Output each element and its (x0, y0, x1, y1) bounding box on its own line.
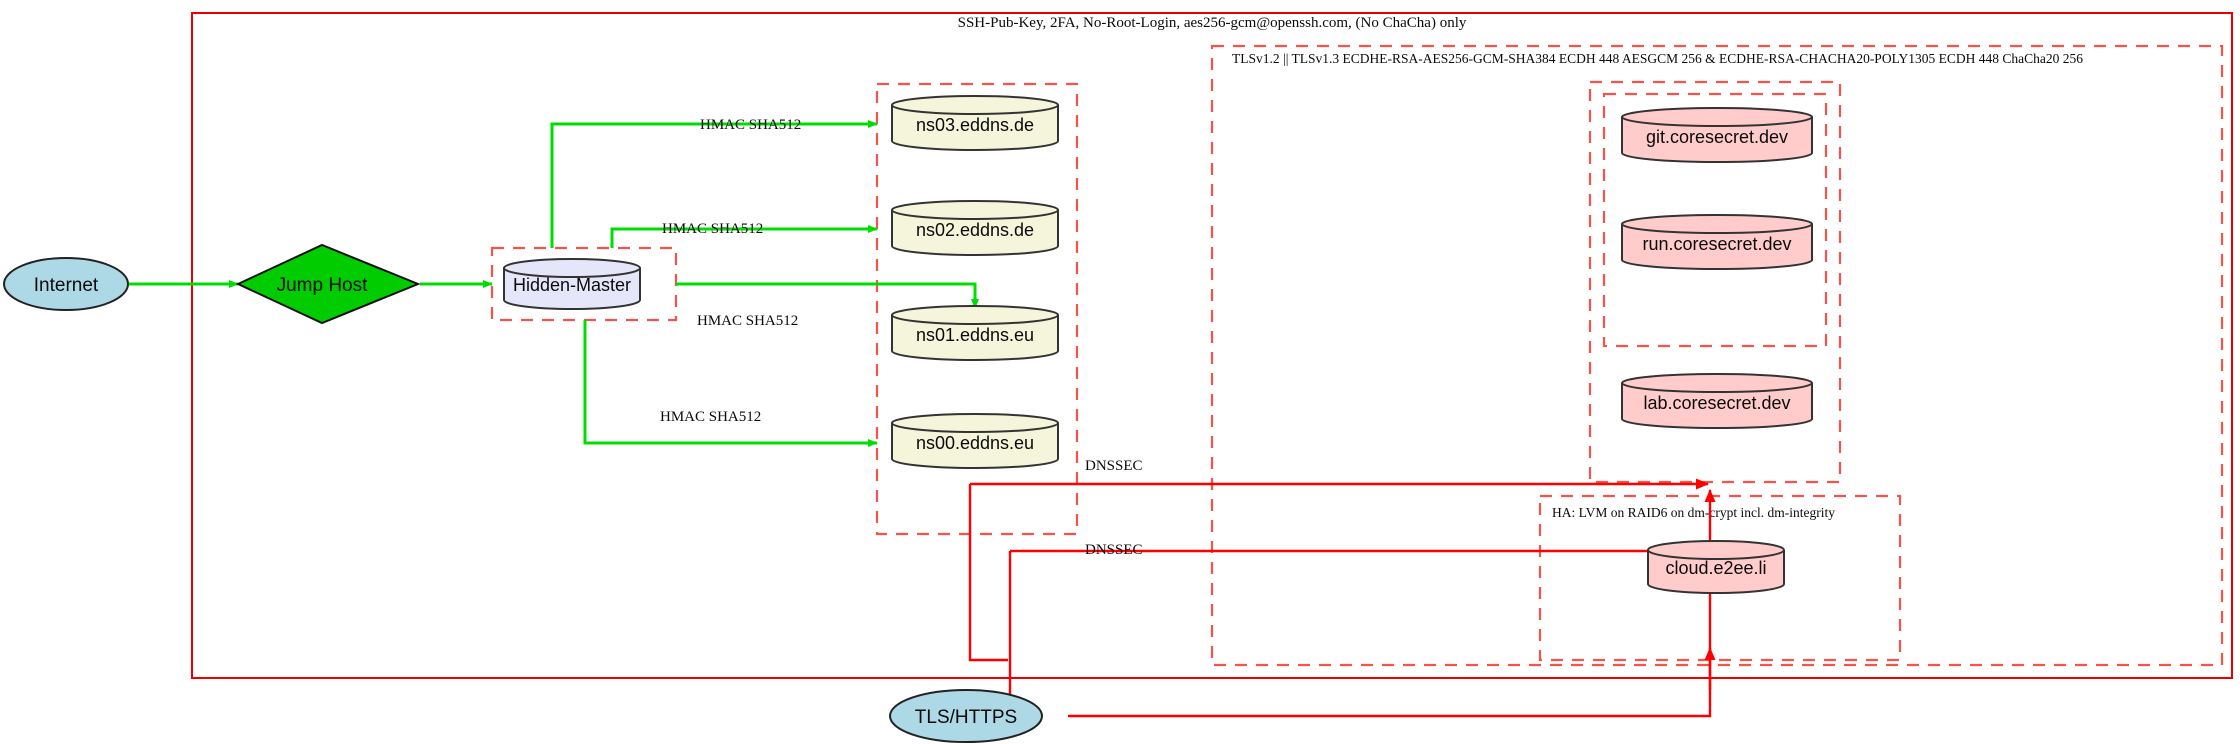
node-jump-host[interactable]: Jump Host (235, 243, 421, 325)
node-lab-coresecret-label: lab.coresecret.dev (1643, 393, 1790, 413)
ssh-cluster-boundary (191, 12, 2233, 679)
node-hidden-master-label: Hidden-Master (513, 275, 631, 295)
coresecret-outer-box (1588, 80, 1842, 484)
node-lab-coresecret[interactable]: lab.coresecret.dev (1621, 373, 1813, 429)
ha-cluster-label: HA: LVM on RAID6 on dm-crypt incl. dm-in… (1552, 505, 1835, 520)
edge-label-dnssec-upper: DNSSEC (1085, 458, 1143, 474)
node-run-coresecret[interactable]: run.coresecret.dev (1621, 214, 1813, 270)
node-internet[interactable]: Internet (3, 257, 129, 311)
edge-hiddenmaster-ns01 (676, 282, 979, 309)
node-ns01-label: ns01.eddns.eu (916, 325, 1034, 345)
ha-cluster-box (1538, 494, 1902, 662)
node-run-coresecret-label: run.coresecret.dev (1642, 234, 1791, 254)
node-cloud-e2ee[interactable]: cloud.e2ee.li (1647, 540, 1785, 594)
node-hidden-master[interactable]: Hidden-Master (503, 258, 641, 310)
node-ns00-label: ns00.eddns.eu (916, 433, 1034, 453)
coresecret-inner-box (1602, 92, 1828, 348)
node-git-coresecret[interactable]: git.coresecret.dev (1621, 107, 1813, 163)
edge-label-hmac-ns02: HMAC SHA512 (662, 221, 763, 237)
node-ns02[interactable]: ns02.eddns.de (891, 200, 1059, 256)
node-git-coresecret-label: git.coresecret.dev (1646, 127, 1788, 147)
node-internet-label: Internet (34, 275, 99, 296)
tls-cluster-box (1210, 44, 2224, 667)
edge-label-hmac-ns01: HMAC SHA512 (697, 313, 798, 329)
dns-group-box (875, 82, 1079, 536)
edge-dnssec-upper (968, 484, 1008, 662)
node-cloud-e2ee-label: cloud.e2ee.li (1665, 558, 1766, 578)
node-ns03-label: ns03.eddns.de (916, 115, 1034, 135)
node-ns00[interactable]: ns00.eddns.eu (891, 413, 1059, 469)
node-ns02-label: ns02.eddns.de (916, 220, 1034, 240)
edge-label-hmac-ns00: HMAC SHA512 (660, 409, 761, 425)
edge-hiddenmaster-ns02 (610, 225, 878, 248)
edge-hiddenmaster-ns00 (583, 320, 878, 447)
node-tls-https[interactable]: TLS/HTTPS (889, 689, 1043, 743)
edge-label-dnssec-lower: DNSSEC (1085, 542, 1143, 558)
edge-tlshttps-right (1068, 647, 1716, 718)
ssh-cluster-label: SSH-Pub-Key, 2FA, No-Root-Login, aes256-… (958, 15, 1467, 31)
node-jump-host-label: Jump Host (277, 275, 369, 296)
edge-label-hmac-ns03: HMAC SHA512 (700, 117, 801, 133)
node-tls-https-label: TLS/HTTPS (915, 707, 1017, 728)
node-ns01[interactable]: ns01.eddns.eu (891, 305, 1059, 361)
edge-hiddenmaster-ns03 (550, 120, 878, 248)
tls-cluster-label: TLSv1.2 || TLSv1.3 ECDHE-RSA-AES256-GCM-… (1232, 51, 2083, 66)
node-ns03[interactable]: ns03.eddns.de (891, 95, 1059, 151)
